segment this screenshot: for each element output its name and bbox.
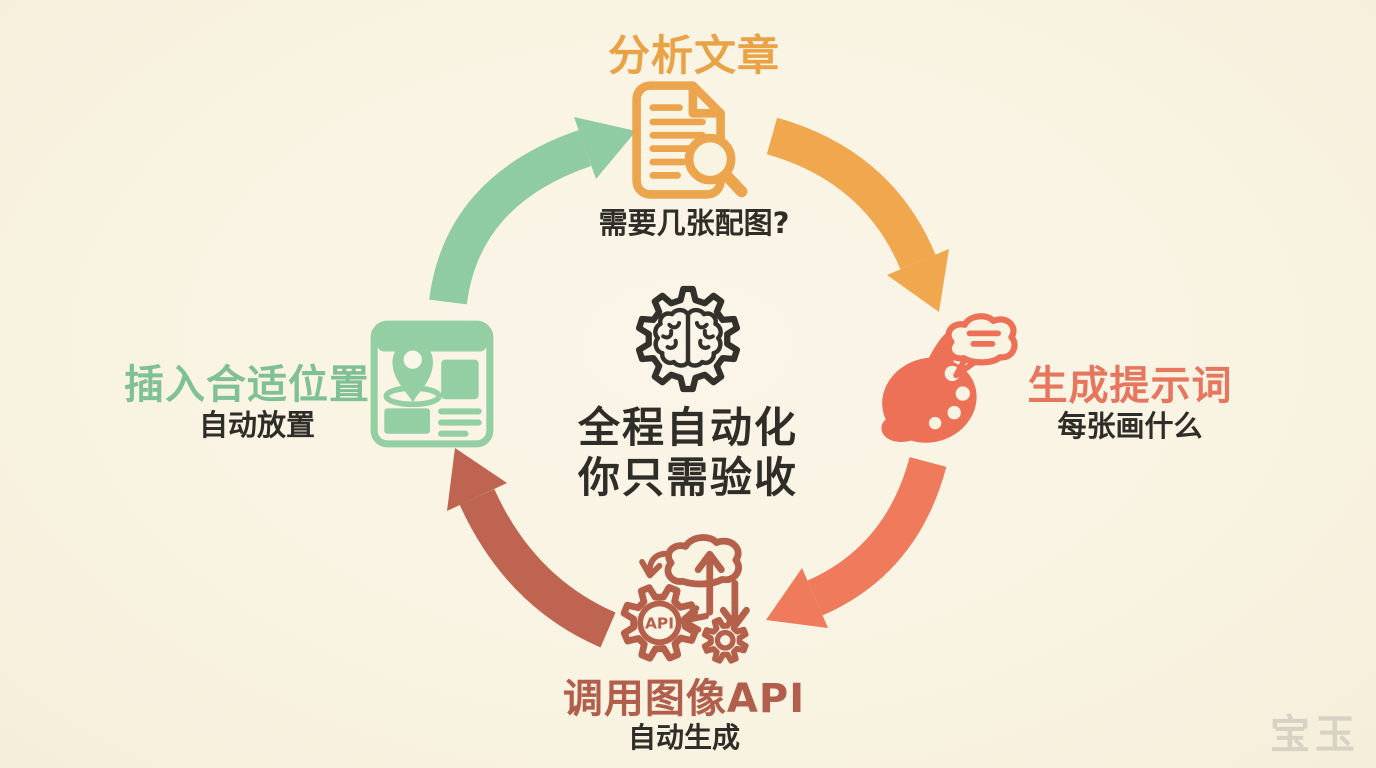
step-insert-caption: 自动放置 [198,408,316,442]
step-analyze-title: 分析文章 [607,31,781,80]
arrow-left-to-top [429,130,592,305]
arrow-left-to-top-head [574,117,636,179]
step-insert-title: 插入合适位置 [124,362,370,408]
step-prompts-title: 生成提示词 [1027,363,1233,409]
api-gear [620,584,699,662]
gears-cloud-api-icon: API [620,534,750,664]
speech-bubble [945,313,1018,379]
small-gear [701,616,749,664]
step-analyze-caption: 需要几张配图? [598,206,790,240]
image-block-2 [384,408,430,434]
step-api-caption: 自动生成 [627,721,741,754]
image-block [441,359,479,400]
arrow-top-to-right-head [887,249,949,312]
arrow-right-to-bottom [807,456,947,616]
center-text-line2: 你只需验收 [577,453,799,502]
document-search-icon [632,81,748,199]
watermark: 宝玉 [1270,712,1360,758]
arrow-bottom-to-left [459,488,616,648]
card-header [377,327,487,352]
arrow-bottom-to-left-head [447,448,507,511]
map-pin [392,341,434,403]
step-api-title: 调用图像API [562,676,806,722]
api-gear-label: API [645,615,674,633]
step-prompts-caption: 每张画什么 [1057,409,1203,443]
brush-bristles [881,413,924,442]
palette-brush-speech-icon [881,313,1018,443]
center-text-line1: 全程自动化 [577,403,799,452]
brain-gear-icon [635,285,741,393]
arrow-right-to-bottom-head [766,568,828,628]
layout-map-pin-icon [370,320,494,448]
arrow-top-to-right [766,117,936,270]
